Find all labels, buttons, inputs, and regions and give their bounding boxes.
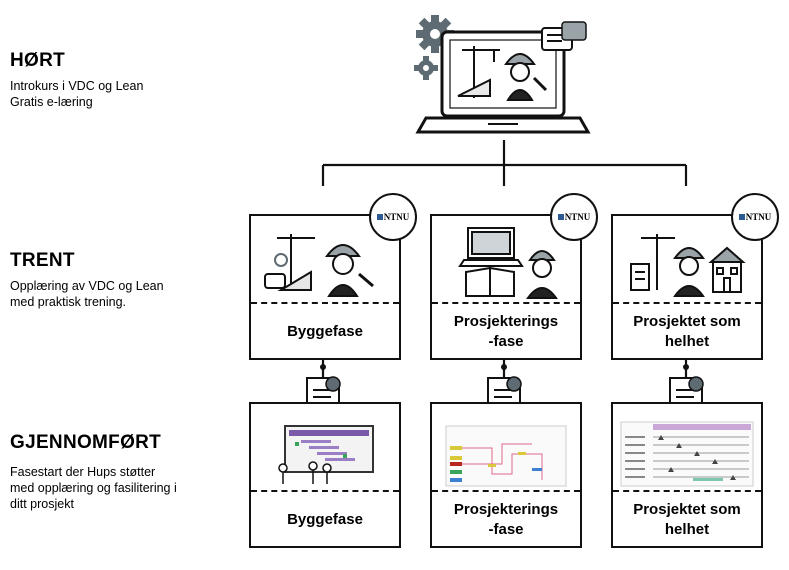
schedule-illustration — [620, 421, 754, 487]
ntnu-logo-icon — [738, 214, 745, 220]
section-gjennomfort: GJENNOMFØRT Fasestart der Hups støtter m… — [10, 432, 177, 512]
section-description: Fasestart der Hups støtter med opplæring… — [10, 464, 177, 512]
ntnu-logo: NTNU — [738, 212, 771, 222]
gjennomfort-card-prosjektet-som-helhet: Prosjektet som helhet — [611, 402, 763, 548]
card-label: Prosjekterings -fase — [453, 313, 559, 350]
gear-icon — [414, 15, 454, 80]
card-divider — [432, 490, 580, 492]
designer-illustration — [458, 227, 558, 299]
card-divider — [251, 490, 399, 492]
gjennomfort-card-byggefase: Byggefase — [249, 402, 401, 548]
ntnu-badge: NTNU — [550, 193, 598, 241]
section-description: Introkurs i VDC og Lean Gratis e-læring — [10, 78, 143, 110]
card-label: Byggefase — [287, 323, 363, 340]
card-label: Prosjektet som helhet — [633, 313, 741, 350]
card-divider — [251, 302, 399, 304]
section-trent: TRENT Opplæring av VDC og Lean med prakt… — [10, 250, 164, 310]
description-line: med praktisk trening. — [10, 295, 127, 309]
project-manager-illustration — [630, 234, 746, 297]
description-line: med opplæring og fasilitering i — [10, 481, 177, 495]
workshop-board-illustration — [278, 425, 374, 484]
description-line: Introkurs i VDC og Lean — [10, 79, 144, 93]
ntnu-logo: NTNU — [376, 212, 409, 222]
ntnu-badge: NTNU — [731, 193, 779, 241]
process-flow-illustration — [445, 425, 567, 487]
ntnu-logo-icon — [557, 214, 564, 220]
section-title: GJENNOMFØRT — [10, 432, 162, 453]
card-label: Prosjektet som helhet — [633, 501, 741, 538]
description-line: ditt prosjekt — [10, 497, 74, 511]
card-divider — [613, 302, 761, 304]
ntnu-badge: NTNU — [369, 193, 417, 241]
gjennomfort-card-prosjekteringsfase: Prosjekterings -fase — [430, 402, 582, 548]
description-line: Fasestart der Hups støtter — [10, 465, 156, 479]
section-title: HØRT — [10, 50, 66, 71]
description-line: Gratis e-læring — [10, 95, 93, 109]
ntnu-logo: NTNU — [557, 212, 590, 222]
section-description: Opplæring av VDC og Lean med praktisk tr… — [10, 278, 164, 310]
card-label: Byggefase — [287, 511, 363, 528]
card-divider — [613, 490, 761, 492]
card-label: Prosjekterings -fase — [453, 501, 559, 538]
description-line: Opplæring av VDC og Lean — [10, 279, 164, 293]
trent-card-prosjektet-som-helhet: Prosjektet som helhet — [611, 214, 763, 360]
trent-card-prosjekteringsfase: Prosjekterings -fase — [430, 214, 582, 360]
section-title: TRENT — [10, 250, 75, 271]
card-divider — [432, 302, 580, 304]
trent-card-byggefase: Byggefase — [249, 214, 401, 360]
construction-worker-illustration — [264, 234, 374, 297]
laptop-illustration — [414, 15, 591, 134]
ntnu-logo-icon — [376, 214, 383, 220]
section-hort: HØRT Introkurs i VDC og Lean Gratis e-læ… — [10, 50, 143, 110]
